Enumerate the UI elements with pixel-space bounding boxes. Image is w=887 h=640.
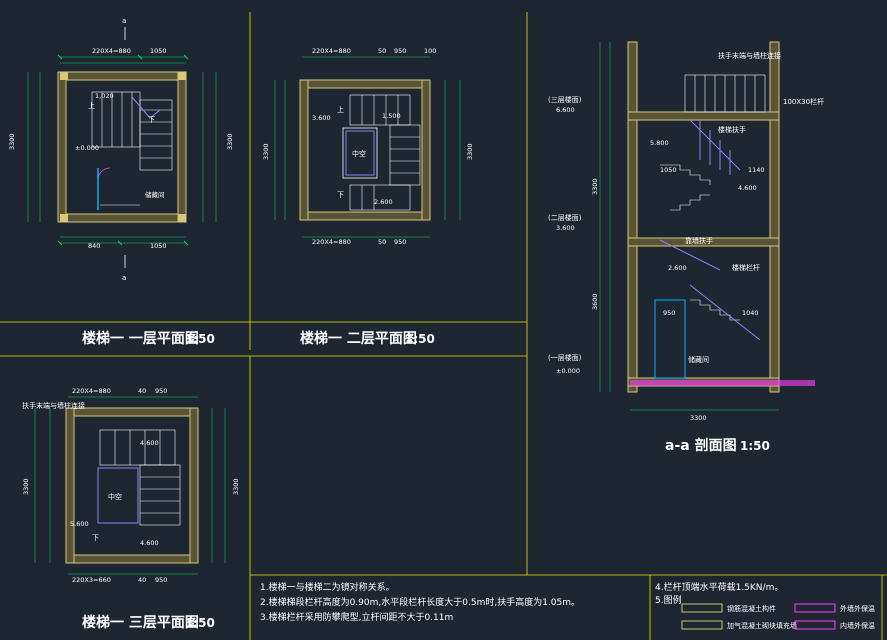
section-landing-4: 950 [663,309,675,317]
plan1-dim-top-1: 220X4=880 [92,47,131,55]
plan2-dim-bottom-3: 950 [394,238,406,246]
plan1-down-label: 下 [148,116,155,124]
plan2-drawing [274,56,461,238]
plan3-note: 扶手末端与墙柱连接 [22,401,85,410]
section-landing-2: 1140 [748,166,765,174]
section-landing-1: 1050 [660,166,677,174]
legend-label-1: 钢筋混凝土构件 [727,604,776,613]
section-height-1: 3300 [591,178,599,195]
note-5: 5.图例 [655,594,682,606]
plan3-dim-left-total: 3300 [22,478,30,495]
plan2-dim-top-1: 220X4=880 [312,47,351,55]
plan3-elev2: 5.600 [70,520,89,528]
plan3-scale: 1:50 [185,616,215,630]
note-3: 3.楼梯栏杆采用防攀爬型,立杆间距不大于0.11m [260,611,453,623]
section-elev-3: 2.600 [668,264,687,272]
section-mark-bottom: a [122,274,126,282]
plan2-up-label: 上 [337,105,344,114]
plan2-title: 楼梯一 二层平面图 [300,330,417,347]
legend-label-3: 加气混凝土砌块填充墙 [727,621,797,630]
plan3-elev3: 4.600 [140,539,159,547]
plan2-dim-top-3: 950 [394,47,406,55]
section-elev-2: 4.600 [738,184,757,192]
section-floor2-elev: 3.600 [556,224,575,232]
plan1-dim-bottom-2: 1050 [150,242,167,250]
legend-swatch-4 [794,620,836,630]
section-right-label-2: 100X30栏杆 [783,97,824,106]
plan3-dim-top-2: 40 [138,387,146,395]
section-title: a-a 剖面图 [665,437,737,454]
plan2-center-label: 中空 [352,149,366,158]
section-total-width: 3300 [690,414,707,422]
plan1-drawing [27,27,217,268]
plan3-dim-right-total: 3300 [232,478,240,495]
legend-swatch-1 [681,603,723,613]
section-floor3-elev: 6.600 [556,106,575,114]
plan2-elev3: 2.600 [374,198,393,206]
plan3-dim-top-1: 220X4=880 [72,387,111,395]
plan1-door-label: 储藏间 [145,190,165,199]
plan1-dim-right-total: 3300 [226,133,234,150]
section-mark-top: a [122,17,126,25]
plan3-dim-bottom-1: 220X3=660 [72,576,111,584]
section-floor2-label: (二层楼面) [548,213,582,222]
plan2-down-label: 下 [337,191,344,199]
section-left-label-1: 楼梯扶手 [718,125,746,134]
section-left-label-2: 靠墙扶手 [685,236,713,245]
plan2-dim-bottom-1: 220X4=880 [312,238,351,246]
plan1-title: 楼梯一 一层平面图 [82,330,199,347]
section-elev-1: 5.800 [650,139,669,147]
section-door-label: 储藏间 [688,355,709,364]
plan2-dim-left-total: 3300 [262,143,270,160]
legend-label-4: 内墙外保温 [840,621,875,630]
plan1-scale: 1:50 [185,332,215,346]
plan3-dim-bottom-3: 950 [155,576,167,584]
section-right-label-1: 扶手末端与墙柱连接 [718,51,781,60]
section-scale: 1:50 [740,439,770,453]
plan1-dim-bottom-1: 840 [88,242,100,250]
plan1-up-label: 上 [88,101,95,110]
note-4: 4.栏杆顶端水平荷载1.5KN/m。 [655,581,783,593]
plan3-down-label: 下 [92,534,99,542]
plan2-elev2: 1.500 [382,112,401,120]
sheet-frame [0,12,887,640]
legend-swatch-3 [681,620,723,630]
plan1-dim-left-total: 3300 [8,133,16,150]
plan2-elev1: 3.600 [312,114,331,122]
section-drawing [599,41,815,411]
plan3-title: 楼梯一 三层平面图 [82,614,199,631]
plan3-drawing [34,396,226,575]
plan3-elev1: 4.600 [140,439,159,447]
plan2-scale: 1:50 [405,332,435,346]
plan2-dim-right-total: 3300 [466,143,474,160]
plan1-dim-1020: 1,020 [95,92,114,100]
plan2-dim-top-4: 100 [424,47,436,55]
legend-label-2: 外墙外保温 [840,604,875,613]
plan1-dim-top-2: 1050 [150,47,167,55]
section-landing-3: 1040 [742,309,759,317]
section-floor3-label: (三层楼面) [548,95,582,104]
section-right-label-3: 楼梯栏杆 [732,263,760,272]
plan2-dim-bottom-2: 50 [378,238,386,246]
plan3-dim-top-3: 950 [155,387,167,395]
section-height-3: 3600 [591,293,599,310]
plan2-dim-top-2: 50 [378,47,386,55]
note-1: 1.楼梯一与楼梯二为镜对称关系。 [260,581,395,593]
plan3-center-label: 中空 [108,492,122,501]
plan1-elevation: ±0.000 [75,144,99,152]
plan3-dim-bottom-2: 40 [138,576,146,584]
section-floor1-label: (一层楼面) [548,353,582,362]
note-2: 2.楼梯梯段栏杆高度为0.90m,水平段栏杆长度大于0.5m时,扶手高度为1.0… [260,596,580,608]
legend-swatch-2 [794,603,836,613]
section-floor1-elev: ±0.000 [556,367,580,375]
